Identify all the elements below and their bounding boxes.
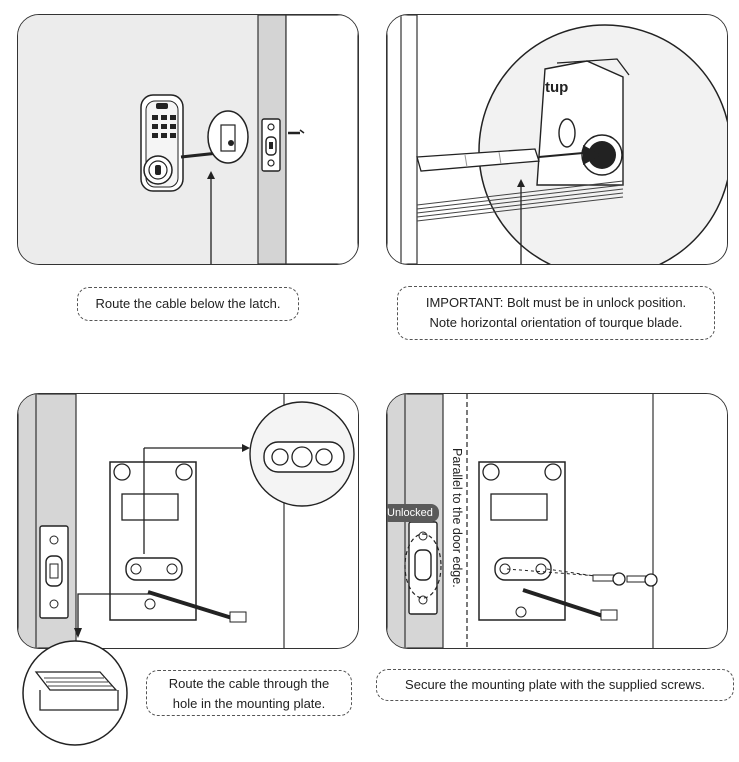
step-4-drawing — [387, 394, 727, 648]
brand-mark: tup — [545, 79, 568, 96]
caption-line: Route the cable through the — [147, 674, 351, 694]
step-2-caption: IMPORTANT: Bolt must be in unlock positi… — [397, 286, 715, 340]
step-4-illustration: Unlocked Parallel to the door edge. — [386, 393, 728, 649]
step-1-drawing — [18, 15, 358, 264]
unlocked-badge: Unlocked — [386, 504, 439, 522]
step-2-illustration: tup — [386, 14, 728, 265]
keypad-lock — [141, 95, 183, 191]
caption-line: Secure the mounting plate with the suppl… — [377, 675, 733, 695]
caption-line: IMPORTANT: Bolt must be in unlock positi… — [398, 293, 714, 313]
caption-line: Note horizontal orientation of tourque b… — [398, 313, 714, 333]
caption-line: hole in the mounting plate. — [147, 694, 351, 714]
step-3-caption: Route the cable through the hole in the … — [146, 670, 352, 716]
step-4-caption: Secure the mounting plate with the suppl… — [376, 669, 734, 701]
door-edge-label: Parallel to the door edge. — [450, 448, 464, 588]
step-3-drawing — [18, 394, 358, 648]
caption-line: Route the cable below the latch. — [78, 294, 298, 314]
step-1-caption: Route the cable below the latch. — [77, 287, 299, 321]
step-2-drawing — [387, 15, 727, 264]
step-3-illustration — [17, 393, 359, 649]
step-1-illustration — [17, 14, 359, 265]
